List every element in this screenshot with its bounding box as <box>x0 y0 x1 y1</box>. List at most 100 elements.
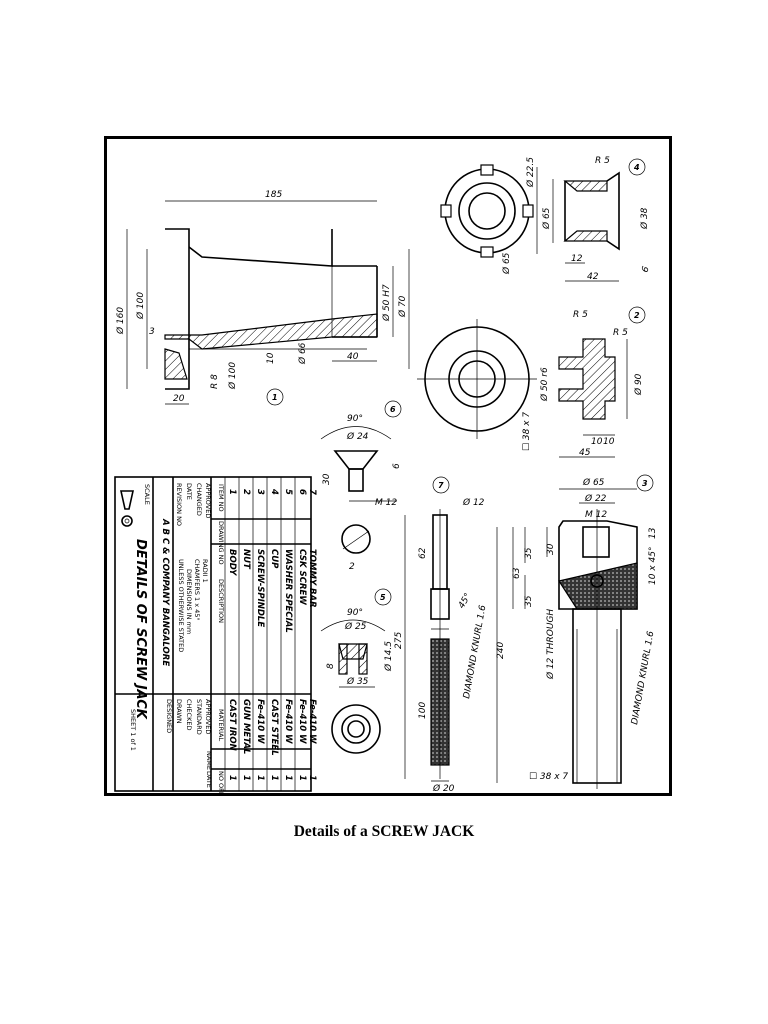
svg-text:1: 1 <box>307 775 317 781</box>
svg-text:STANDARD: STANDARD <box>195 699 203 735</box>
title-block: DETAILS OF SCREW JACK A B C & COMPANY BA… <box>114 476 317 793</box>
title-block-sheet: SHEET 1 of 1 <box>129 709 137 751</box>
svg-text:ITEM NO: ITEM NO <box>217 484 225 512</box>
svg-text:APPROVED: APPROVED <box>204 483 212 518</box>
svg-text:Ø 50 r6: Ø 50 r6 <box>539 367 550 402</box>
svg-text:DIAMOND KNURL 1.6: DIAMOND KNURL 1.6 <box>630 630 656 725</box>
svg-text:90°: 90° <box>347 414 363 424</box>
svg-text:R 5: R 5 <box>573 310 588 320</box>
balloon-5: 5 <box>380 593 386 602</box>
svg-text:Ø 50 H7: Ø 50 H7 <box>381 284 392 322</box>
svg-text:GUN METAL: GUN METAL <box>241 699 251 754</box>
svg-text:DIMENSIONS IN mm: DIMENSIONS IN mm <box>185 569 193 634</box>
svg-text:1: 1 <box>297 775 307 781</box>
svg-text:UNLESS OTHERWISE STATED: UNLESS OTHERWISE STATED <box>177 559 185 652</box>
svg-text:240: 240 <box>496 642 506 659</box>
title-block-company: A B C & COMPANY BANGALORE <box>160 518 170 666</box>
svg-text:7: 7 <box>307 489 317 495</box>
svg-text:WASHER SPECIAL: WASHER SPECIAL <box>283 549 293 633</box>
svg-text:R 5: R 5 <box>595 156 610 166</box>
svg-text:M 12: M 12 <box>585 510 607 520</box>
svg-text:5: 5 <box>283 489 293 495</box>
projection-symbol-circle <box>121 515 133 527</box>
svg-text:APPROVED: APPROVED <box>204 699 212 734</box>
svg-text:6: 6 <box>640 265 651 274</box>
svg-text:1: 1 <box>241 775 251 781</box>
svg-text:Fe-410 W: Fe-410 W <box>283 699 293 744</box>
svg-text:CHANGED: CHANGED <box>195 483 203 516</box>
svg-text:SCREW-SPINDLE: SCREW-SPINDLE <box>255 549 265 627</box>
svg-text:3: 3 <box>149 327 155 337</box>
svg-text:DESIGNED: DESIGNED <box>165 699 173 733</box>
svg-text:45°: 45° <box>457 592 474 611</box>
svg-text:62: 62 <box>418 547 428 559</box>
svg-text:45: 45 <box>579 448 591 458</box>
svg-text:DIAMOND KNURL 1.6: DIAMOND KNURL 1.6 <box>462 604 488 699</box>
svg-text:Ø 90: Ø 90 <box>633 373 644 396</box>
parts-row-item: 1 <box>227 489 237 495</box>
svg-text:6: 6 <box>392 463 402 469</box>
balloon-7: 7 <box>438 481 444 490</box>
svg-text:10: 10 <box>591 437 603 447</box>
svg-text:Ø 65: Ø 65 <box>582 477 605 488</box>
svg-text:2: 2 <box>241 489 251 495</box>
parts-row-material: CAST IRON <box>227 699 237 751</box>
balloon-3: 3 <box>642 479 648 488</box>
engineering-drawing: 185 Ø 160 Ø 100 3 R 8 20 Ø 100 10 Ø 66 4… <box>114 156 658 793</box>
svg-text:4: 4 <box>269 488 279 495</box>
drawing-sheet: 185 Ø 160 Ø 100 3 R 8 20 Ø 100 10 Ø 66 4… <box>104 136 672 796</box>
svg-text:1: 1 <box>269 775 279 781</box>
svg-text:M 12: M 12 <box>375 498 397 508</box>
svg-text:35: 35 <box>524 595 534 607</box>
svg-text:Ø 35: Ø 35 <box>346 676 369 687</box>
svg-text:8: 8 <box>326 663 336 669</box>
svg-text:Ø 38: Ø 38 <box>639 207 650 230</box>
svg-text:35: 35 <box>524 547 534 559</box>
balloon-4: 4 <box>633 163 640 172</box>
csk-screw-part-view: 90° Ø 24 6 30 M 12 2 6 <box>320 400 402 572</box>
svg-text:Ø 100: Ø 100 <box>135 292 146 320</box>
svg-text:Fe-410 W: Fe-410 W <box>297 699 307 744</box>
svg-text:DRAWN: DRAWN <box>175 699 183 724</box>
svg-text:REVISION NO: REVISION NO <box>175 483 183 526</box>
svg-text:12: 12 <box>571 254 583 264</box>
svg-text:Fe-410 W: Fe-410 W <box>255 699 265 744</box>
svg-text:Ø 22.5: Ø 22.5 <box>525 157 536 188</box>
svg-text:1: 1 <box>255 775 265 781</box>
nut-part-view: ☐ 38 x 7 R 5 R 5 Ø 50 r6 Ø 90 10 10 45 2 <box>417 306 646 458</box>
svg-text:CSK SCREW: CSK SCREW <box>297 549 307 605</box>
svg-text:100: 100 <box>418 702 428 719</box>
parts-row-description: BODY <box>227 549 237 576</box>
title-block-title: DETAILS OF SCREW JACK <box>133 539 148 720</box>
svg-text:30: 30 <box>322 473 332 485</box>
svg-text:CHAMFERS 1 x 45°: CHAMFERS 1 x 45° <box>193 559 201 621</box>
balloon-2: 2 <box>634 311 640 320</box>
svg-text:NO OFF: NO OFF <box>217 771 225 793</box>
svg-text:Ø 22: Ø 22 <box>584 493 607 504</box>
svg-text:R 5: R 5 <box>613 328 628 338</box>
svg-text:☐ 38 x 7: ☐ 38 x 7 <box>529 772 568 782</box>
svg-text:Ø 65: Ø 65 <box>501 252 512 275</box>
svg-text:10: 10 <box>603 437 615 447</box>
svg-text:DATE: DATE <box>205 771 213 788</box>
svg-text:Ø 20: Ø 20 <box>432 783 455 793</box>
svg-text:40: 40 <box>347 352 359 362</box>
screw-spindle-part-view: Ø 65 Ø 22 M 12 13 30 35 63 35 10 x 45° Ø… <box>496 474 658 789</box>
svg-text:R 8: R 8 <box>210 374 220 389</box>
svg-text:MATERIAL: MATERIAL <box>217 709 225 742</box>
svg-text:6: 6 <box>297 489 307 495</box>
svg-text:2: 2 <box>349 562 355 572</box>
balloon-1: 1 <box>272 393 278 402</box>
svg-text:Ø 12: Ø 12 <box>462 497 485 508</box>
svg-text:275: 275 <box>394 632 404 649</box>
svg-text:Ø 66: Ø 66 <box>297 342 308 365</box>
svg-text:42: 42 <box>587 272 599 282</box>
svg-text:90°: 90° <box>347 608 363 618</box>
svg-text:Ø 70: Ø 70 <box>397 295 408 318</box>
tommy-bar-part-view: Ø 12 62 45° 275 DIAMOND KNURL 1.6 100 Ø … <box>394 476 488 793</box>
svg-text:DRAWING NO: DRAWING NO <box>217 521 225 565</box>
svg-text:CAST STEEL: CAST STEEL <box>269 699 279 756</box>
parts-row-qty: 1 <box>227 775 237 781</box>
svg-text:☐ 38 x 7: ☐ 38 x 7 <box>522 412 532 451</box>
balloon-6: 6 <box>390 405 396 414</box>
